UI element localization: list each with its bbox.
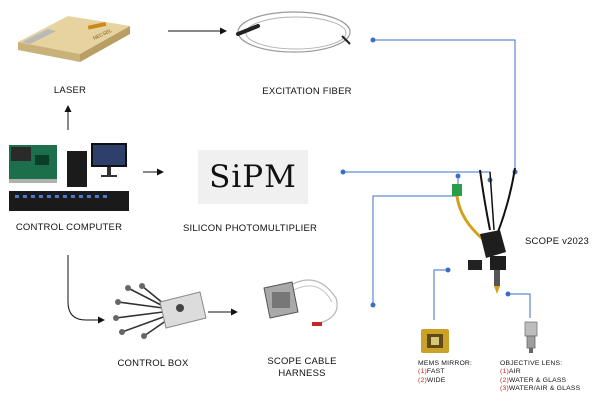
mems-mirror-image bbox=[421, 329, 449, 353]
mems-item-text: WIDE bbox=[426, 376, 446, 384]
objective-item-num: (2) bbox=[500, 376, 509, 384]
objective-item-text: WATER & GLASS bbox=[508, 376, 567, 384]
objective-item: (3)WATER/AIR & GLASS bbox=[500, 385, 580, 393]
mems-mirror-title: MEMS MIRROR: bbox=[418, 360, 473, 367]
scope-cable-harness-image bbox=[263, 279, 338, 326]
laser-image: NECSEL bbox=[18, 16, 130, 62]
mems-item: (2)WIDE bbox=[418, 377, 472, 385]
control-box-label: CONTROL BOX bbox=[117, 358, 189, 369]
excitation-fiber-image bbox=[236, 11, 351, 53]
objective-item-text: AIR bbox=[508, 368, 521, 376]
mems-item: (1)FAST bbox=[418, 368, 472, 376]
silicon-photomultiplier-label: SILICON PHOTOMULTIPLIER bbox=[182, 223, 318, 234]
laser-label: LASER bbox=[53, 85, 87, 96]
control-box-image bbox=[113, 283, 207, 339]
objective-item: (2)WATER & GLASS bbox=[500, 377, 580, 385]
objective-item: (1)AIR bbox=[500, 368, 580, 376]
objective-lens-list: OBJECTIVE LENS: (1)AIR (2)WATER & GLASS … bbox=[500, 360, 580, 393]
objective-lens-title: OBJECTIVE LENS: bbox=[500, 360, 563, 367]
sipm-image: SiPM bbox=[198, 150, 308, 204]
objective-item-text: WATER/AIR & GLASS bbox=[508, 384, 581, 392]
control-computer-label: CONTROL COMPUTER bbox=[15, 222, 123, 233]
mems-item-text: FAST bbox=[426, 368, 445, 376]
objective-item-num: (1) bbox=[500, 368, 509, 376]
mems-item-num: (1) bbox=[418, 368, 427, 376]
mems-item-num: (2) bbox=[418, 376, 427, 384]
scope-cable-label-line1: SCOPE CABLE bbox=[267, 356, 337, 367]
mems-mirror-list: MEMS MIRROR: (1)FAST (2)WIDE bbox=[418, 360, 472, 385]
arrow-computer-to-controlbox bbox=[67, 255, 105, 324]
scope-cable-harness-label: SCOPE CABLE HARNESS bbox=[252, 356, 352, 380]
fiber-to-scope-line bbox=[373, 39, 516, 172]
scope-to-objective-line bbox=[508, 293, 531, 318]
scope-to-mems-line bbox=[433, 269, 448, 320]
scope-image bbox=[452, 167, 516, 294]
scope-cable-label-line2: HARNESS bbox=[278, 368, 326, 379]
control-computer-image bbox=[9, 143, 129, 211]
objective-item-num: (3) bbox=[500, 384, 509, 392]
objective-lens-image bbox=[524, 321, 538, 353]
excitation-fiber-label: EXCITATION FIBER bbox=[262, 86, 352, 97]
scope-label: SCOPE v2023 bbox=[525, 236, 589, 247]
